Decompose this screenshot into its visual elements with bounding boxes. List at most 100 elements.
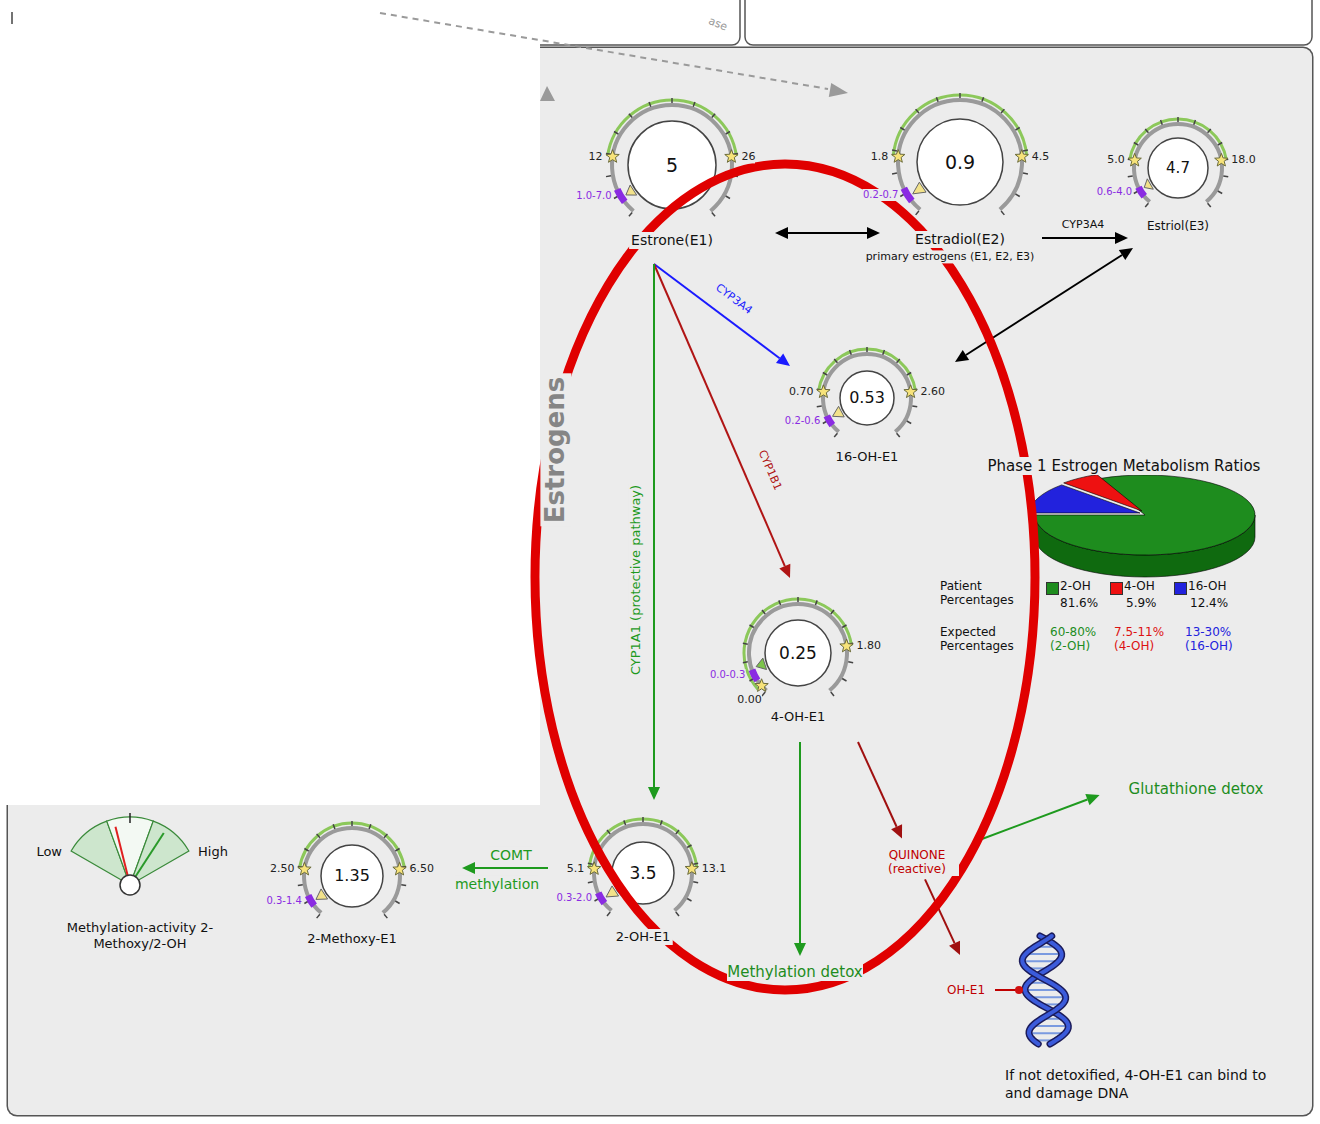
legend-swatch [1174,582,1187,595]
pathway-box: Glutathione detox [1126,779,1267,799]
meter-low: Low [36,844,62,860]
low-limit: 5.1 [567,862,585,875]
high-limit: 4.5 [1032,150,1050,163]
gauge-tick [384,914,387,918]
pie-slice [1030,485,1140,513]
metabolite-name: 2-Methoxy-E1 [305,931,398,947]
annotation-text: primary estrogens (E1, E2, E3) [866,250,1035,263]
metabolite-name: Estriol(E3) [1145,219,1211,233]
gauge-arc [612,105,732,211]
gauge-value: 3.5 [629,863,656,883]
reference-bar [617,189,625,202]
meter-hub [120,875,140,895]
gauge-tick [712,114,715,118]
corner-mark [11,12,13,24]
gauge-tick [351,821,353,826]
low-limit: 2.50 [270,863,295,876]
low-limit: 12 [589,150,603,163]
gauge-tick [401,884,406,886]
gauge-tick [1015,194,1019,197]
gauge-tick [1015,128,1019,131]
pathway-arrow [462,862,548,874]
legend-text: 4-OH [1124,579,1155,593]
limit-star [685,862,698,875]
pathway-arrow [648,264,660,800]
gauge-tick [1218,143,1222,146]
header-box [300,0,740,45]
arrow-line [653,264,655,787]
gauge-tick [1208,129,1211,133]
gauge-tick [912,405,917,407]
gauge-tick [1194,120,1196,125]
reference-bar [598,893,604,903]
gauge-tick [779,600,781,605]
dashed-connector [380,13,828,89]
gauge-tick [693,102,695,107]
value-circle [612,842,674,904]
gauge-tick [817,405,822,407]
dna-figure: OH-E1 [945,930,1075,1050]
gauge-tick [1223,175,1228,177]
gauge-tick [676,912,679,916]
pathway-arrow [974,794,1100,842]
pathway-arrow [925,879,960,955]
gauge-tick [848,661,853,663]
pathway-arrow [1042,232,1128,244]
arrow-head [949,941,960,955]
limit-star [755,679,768,692]
arrow-line [799,742,801,943]
gauge-tick [676,830,679,834]
value-circle [628,121,716,209]
gauge-tick [395,901,399,904]
gauge-value: 5 [666,154,678,177]
panel-title: Estrogens [540,374,571,527]
gauge-value: 0.25 [779,643,817,663]
limit-star [904,385,917,398]
metabolite-name: 2-OH-E1 [614,929,673,945]
gauge-value: 0.9 [945,151,975,174]
annotation-text: 13-30% (16-OH) [1185,625,1255,654]
high-limit: 2.60 [921,385,946,398]
reference-bar [308,896,314,906]
gauge-tick [1177,117,1179,122]
low-limit: 1.8 [871,150,889,163]
gauge-tick [1023,172,1028,174]
limit-star [725,150,738,163]
reference-range: 0.3-1.4 [266,895,301,907]
arrow-line [1042,237,1115,239]
reference-range: 0.6-4.0 [1097,186,1132,198]
pathway-text: Glutathione detox [1129,780,1264,798]
gauge-tick [687,899,691,902]
arrow-head [776,353,790,366]
annotation-text: 5.9% [1126,596,1157,610]
gauge-tick [750,625,754,628]
metabolite-name: Estrone(E1) [629,232,715,249]
enzyme-label: CYP3A4 [1060,218,1106,231]
level-gauge: 3.55.113.10.3-2.02-OH-E1 [588,818,698,928]
value-circle [917,119,1003,205]
arrow-head [794,943,806,956]
gauge-tick [892,149,897,151]
pie-side [1035,515,1255,577]
gauge-tick [317,834,320,838]
gauge-tick [850,350,852,355]
pathway-text: Methylation detox [727,963,863,981]
gauge-tick [834,359,837,363]
pathway-box: Methylation detox [724,962,866,982]
gauge-tick [916,211,919,215]
limit-star [588,862,601,875]
arrow-head [891,824,902,838]
pie-slice [1035,475,1255,555]
gauge-tick [892,172,897,174]
limit-star [817,385,830,398]
gauge-tick [762,692,765,696]
reference-bar [1138,187,1144,196]
limit-star [393,862,406,875]
pathway-arrow [654,264,790,366]
gauge-tick [1161,120,1163,125]
value-circle [840,371,894,425]
arrow-head [829,83,848,97]
gauge-tick [823,373,827,376]
